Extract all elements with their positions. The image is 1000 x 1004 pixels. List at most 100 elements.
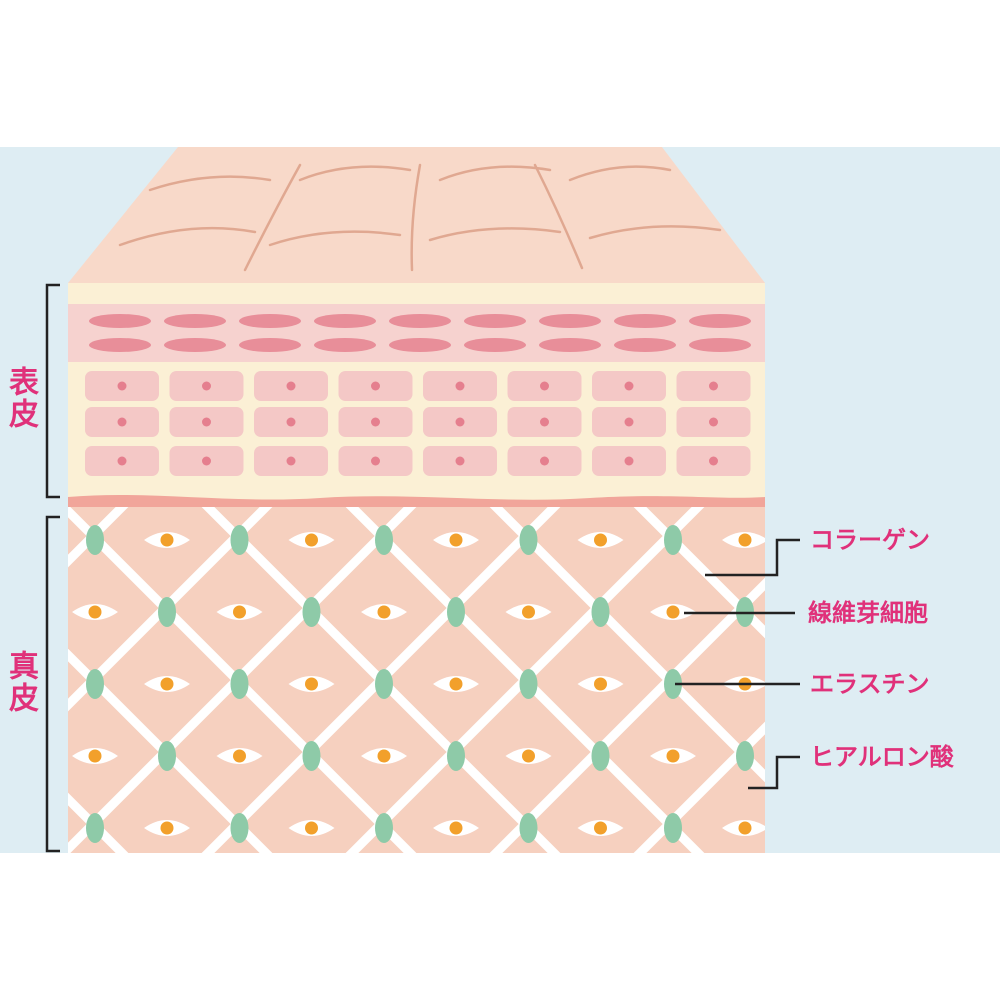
callout-elastin: エラスチン (810, 670, 930, 698)
cell-nucleus (286, 417, 296, 427)
fibroblast-nucleus (594, 677, 607, 691)
flat-cell (689, 314, 751, 328)
flat-cell (464, 314, 526, 328)
fibroblast-nucleus (522, 749, 535, 763)
elastin-fiber (375, 813, 393, 843)
flat-cell (614, 314, 676, 328)
cell-nucleus (455, 381, 465, 391)
elastin-fiber (519, 669, 538, 699)
flat-cell (314, 338, 376, 352)
elastin-fiber (519, 813, 538, 843)
elastin-fiber (86, 669, 104, 699)
collagen-fiber (633, 721, 765, 853)
flat-cell-band (68, 304, 765, 362)
cell-nucleus (540, 381, 549, 391)
flat-cell (239, 338, 301, 352)
flat-cell (614, 338, 676, 352)
fibroblast-nucleus (377, 605, 391, 619)
elastin-fiber (230, 525, 249, 555)
elastin-fiber (302, 741, 321, 771)
elastin-fiber (664, 813, 682, 843)
flat-cell (539, 314, 601, 328)
elastin-fiber (158, 741, 176, 771)
fibroblast-nucleus (666, 605, 680, 619)
flat-cell (89, 338, 151, 352)
hyaluronic-leader (748, 755, 800, 790)
skin-surface (68, 147, 765, 283)
flat-cell (314, 314, 376, 328)
elastin-fiber (230, 813, 249, 843)
cell-nucleus (709, 417, 718, 427)
basal-cells (85, 371, 751, 476)
elastin-fiber (375, 669, 393, 699)
fibroblasts (72, 532, 765, 836)
fibroblast-nucleus (666, 749, 680, 763)
elastin-fiber (375, 525, 393, 555)
fibroblast-nucleus (522, 605, 535, 619)
fibroblast-nucleus (449, 677, 463, 691)
cell-nucleus (455, 456, 465, 466)
elastin-fiber (158, 597, 176, 627)
cell-nucleus (371, 381, 380, 391)
cell-nucleus (202, 381, 211, 391)
cell-nucleus (202, 417, 211, 427)
dermis-base (68, 507, 765, 853)
cell-nucleus (286, 456, 296, 466)
cell-nucleus (117, 417, 127, 427)
callout-fibroblast: 線維芽細胞 (808, 599, 928, 627)
fibroblast-nucleus (377, 749, 391, 763)
epidermis-bracket (45, 283, 60, 499)
elastin-fiber (519, 525, 538, 555)
cell-nucleus (371, 456, 380, 466)
flat-cells (89, 314, 751, 352)
dermis-bracket (45, 515, 60, 853)
flat-cell (689, 338, 751, 352)
cell-nucleus (117, 456, 127, 466)
layer-brackets (45, 283, 60, 853)
elastin-fiber (447, 741, 465, 771)
callout-lines (675, 538, 800, 790)
flat-cell (89, 314, 151, 328)
cell-nucleus (540, 417, 549, 427)
cell-nucleus (709, 456, 718, 466)
fibroblast-nucleus (594, 533, 607, 547)
flat-cell (164, 338, 226, 352)
cell-nucleus (540, 456, 549, 466)
fibroblast-nucleus (160, 533, 174, 547)
elastin-fiber (736, 741, 754, 771)
fibroblast-nucleus (594, 821, 607, 835)
elastin-fiber (302, 597, 321, 627)
surface-wrinkles (118, 163, 722, 272)
elastin-fiber (86, 813, 104, 843)
elastin-fibers (86, 525, 754, 843)
collagen-fiber (633, 507, 765, 639)
cell-nucleus (624, 417, 634, 427)
elastin-fiber (86, 525, 104, 555)
collagen-leader (705, 538, 800, 577)
flat-cell (164, 314, 226, 328)
cell-nucleus (624, 456, 634, 466)
flat-cell (389, 338, 451, 352)
fibroblast-nucleus (449, 821, 463, 835)
cell-nucleus (709, 381, 718, 391)
elastin-fiber (591, 741, 610, 771)
fibroblast-nucleus (305, 677, 318, 691)
callout-collagen: コラーゲン (810, 526, 930, 554)
fibroblast-nucleus (305, 533, 318, 547)
cell-nucleus (117, 381, 127, 391)
fibroblast-nucleus (160, 677, 174, 691)
cell-nucleus (202, 456, 211, 466)
elastin-fiber (230, 669, 249, 699)
elastin-fiber (664, 525, 682, 555)
cell-nucleus (455, 417, 465, 427)
elastin-fiber (664, 669, 682, 699)
dermis-label: 真皮 (3, 650, 38, 714)
fibroblast-nucleus (305, 821, 318, 835)
elastin-fiber (447, 597, 465, 627)
fibroblast-nucleus (88, 749, 102, 763)
fibroblast-nucleus (160, 821, 174, 835)
fibroblast-nucleus (738, 533, 752, 547)
fibroblast-nucleus (449, 533, 463, 547)
